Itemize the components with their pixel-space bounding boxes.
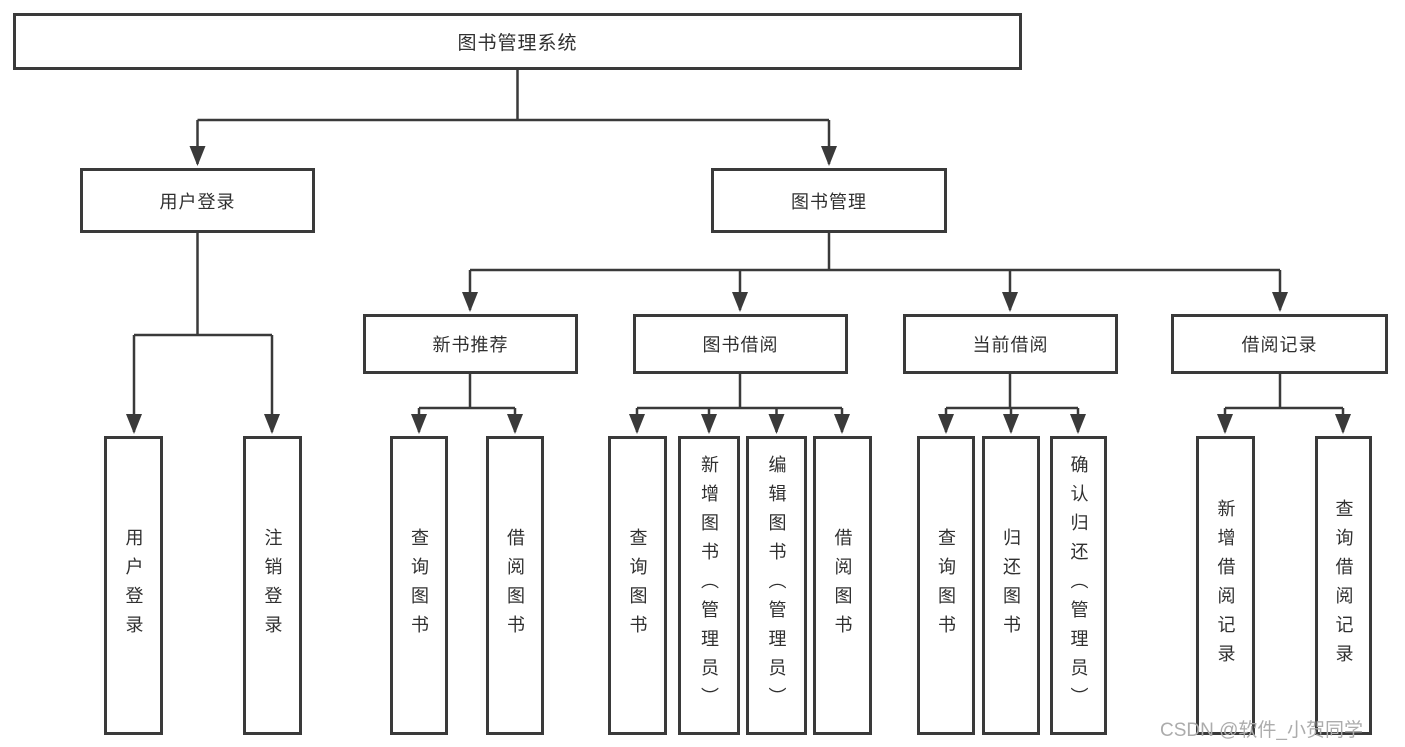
leaf-return-books: 归还图书 <box>982 436 1040 735</box>
node-current-borrowing: 当前借阅 <box>903 314 1118 374</box>
leaf-label: 查询图书 <box>409 527 429 644</box>
leaf-user-login: 用户登录 <box>104 436 163 735</box>
leaf-label: 新增图书（管理员） <box>699 455 719 716</box>
leaf-label: 借阅图书 <box>832 527 853 644</box>
node-book-management: 图书管理 <box>711 168 947 233</box>
node-new-book-recommendation: 新书推荐 <box>363 314 578 374</box>
leaf-query-books-current: 查询图书 <box>917 436 975 735</box>
leaf-add-books-admin: 新增图书（管理员） <box>678 436 740 735</box>
node-label: 图书借阅 <box>702 335 779 355</box>
node-label: 新书推荐 <box>432 335 509 355</box>
node-label: 用户登录 <box>159 191 236 212</box>
node-borrowing-records: 借阅记录 <box>1171 314 1388 374</box>
leaf-label: 查询借阅记录 <box>1333 498 1354 673</box>
leaf-confirm-return-admin: 确认归还（管理员） <box>1050 436 1107 735</box>
leaf-borrow-books: 借阅图书 <box>813 436 872 735</box>
connector-user-login-children <box>126 233 280 434</box>
connector-root-to-level2 <box>189 70 837 166</box>
leaf-label: 注销登录 <box>262 527 283 644</box>
leaf-edit-books-admin: 编辑图书（管理员） <box>746 436 807 735</box>
connector-current-borrow-children <box>938 374 1086 434</box>
leaf-query-books-borrow: 查询图书 <box>608 436 667 735</box>
leaf-borrow-books-recommend: 借阅图书 <box>486 436 544 735</box>
node-label: 图书管理 <box>791 191 867 212</box>
connector-borrow-records-children <box>1217 374 1351 434</box>
node-label: 图书管理系统 <box>457 33 578 54</box>
node-library-management-system: 图书管理系统 <box>13 13 1022 70</box>
connector-new-book-children <box>411 374 523 434</box>
leaf-add-borrow-record: 新增借阅记录 <box>1196 436 1255 735</box>
node-book-borrowing: 图书借阅 <box>633 314 848 374</box>
node-label: 当前借阅 <box>972 335 1049 355</box>
leaf-query-borrow-record: 查询借阅记录 <box>1315 436 1372 735</box>
leaf-label: 用户登录 <box>123 527 144 644</box>
leaf-logout: 注销登录 <box>243 436 302 735</box>
leaf-label: 借阅图书 <box>505 527 525 644</box>
leaf-query-books-recommend: 查询图书 <box>390 436 448 735</box>
leaf-label: 查询图书 <box>627 527 648 644</box>
node-user-login: 用户登录 <box>80 168 315 233</box>
csdn-watermark: CSDN @软件_小贺同学 <box>1160 720 1363 741</box>
leaf-label: 确认归还（管理员） <box>1068 455 1089 716</box>
leaf-label: 归还图书 <box>1001 527 1021 644</box>
leaf-label: 编辑图书（管理员） <box>766 455 787 716</box>
connector-book-management-children <box>462 233 1288 312</box>
connector-book-borrow-children <box>629 374 850 434</box>
leaf-label: 新增借阅记录 <box>1215 498 1236 673</box>
node-label: 借阅记录 <box>1241 335 1318 355</box>
leaf-label: 查询图书 <box>936 527 956 644</box>
